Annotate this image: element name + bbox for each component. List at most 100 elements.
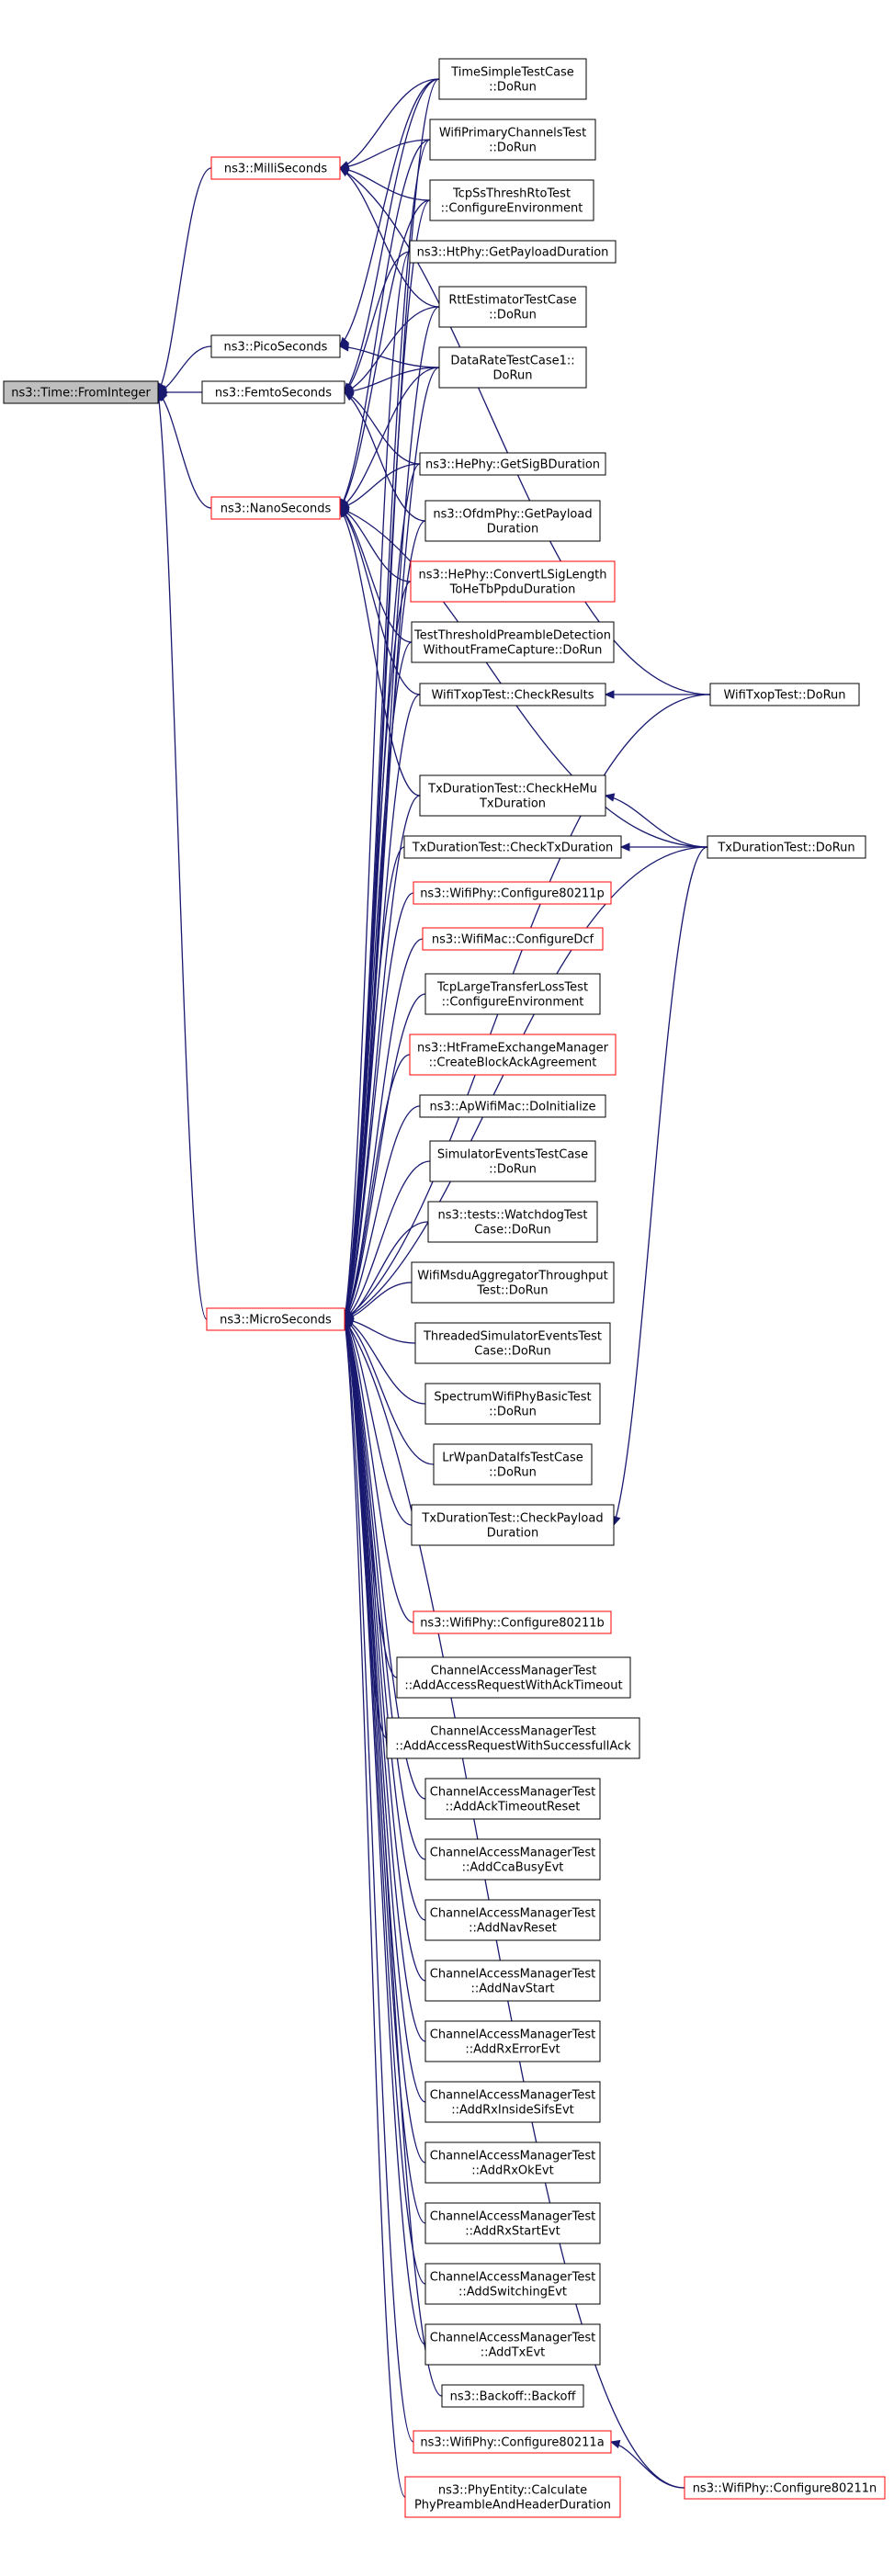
- node-cam11[interactable]: ChannelAccessManagerTest::AddSwitchingEv…: [424, 2263, 601, 2305]
- edge-drtc-to-ps: [339, 345, 440, 368]
- node-wtcr[interactable]: WifiTxopTest::CheckResults: [419, 683, 606, 706]
- node-label: ns3::PicoSeconds: [224, 341, 328, 355]
- node-label: ::CreateBlockAckAgreement: [429, 1056, 597, 1070]
- node-simev[interactable]: SimulatorEventsTestCase::DoRun: [429, 1140, 596, 1182]
- node-box: [427, 1201, 598, 1243]
- node-box: [424, 1778, 601, 1820]
- node-box: [424, 1960, 601, 2002]
- node-cam1[interactable]: ChannelAccessManagerTest::AddAccessReque…: [396, 1656, 631, 1699]
- edge-backoff-to-us: [344, 1318, 443, 2397]
- node-label: Test::DoRun: [476, 1284, 548, 1298]
- node-label: TcpSsThreshRtoTest: [452, 187, 571, 201]
- node-tddr[interactable]: TxDurationTest::DoRun: [707, 835, 866, 859]
- node-label: ChannelAccessManagerTest: [430, 1725, 595, 1739]
- node-label: PhyPreambleAndHeaderDuration: [414, 2499, 611, 2513]
- node-rtt[interactable]: RttEstimatorTestCase::DoRun: [438, 286, 587, 328]
- node-label: ::DoRun: [489, 1163, 537, 1177]
- node-cam6[interactable]: ChannelAccessManagerTest::AddNavStart: [424, 1960, 601, 2002]
- arrowhead: [619, 842, 630, 852]
- node-label: ::DoRun: [489, 141, 537, 155]
- node-label: ::DoRun: [489, 1406, 537, 1419]
- node-label: SimulatorEventsTestCase: [437, 1148, 588, 1162]
- node-htfem[interactable]: ns3::HtFrameExchangeManager::CreateBlock…: [409, 1034, 617, 1076]
- node-backoff[interactable]: ns3::Backoff::Backoff: [441, 2384, 584, 2408]
- node-c80211p[interactable]: ns3::WifiPhy::Configure80211p: [413, 881, 612, 905]
- node-box: [424, 1383, 601, 1425]
- node-label: ns3::HtFrameExchangeManager: [417, 1042, 609, 1056]
- node-hesig[interactable]: ns3::HePhy::GetSigBDuration: [419, 452, 606, 476]
- edge-us-to-root: [157, 391, 208, 1320]
- node-label: ::AddTxEvt: [481, 2346, 546, 2360]
- node-c80211a[interactable]: ns3::WifiPhy::Configure80211a: [413, 2430, 612, 2454]
- node-box: [424, 2141, 601, 2184]
- arrowhead: [343, 391, 355, 401]
- node-tcplt[interactable]: TcpLargeTransferLossTest::ConfigureEnvir…: [424, 973, 601, 1015]
- node-label: ::AddNavReset: [469, 1922, 557, 1936]
- node-root[interactable]: ns3::Time::FromInteger: [3, 380, 159, 404]
- node-us[interactable]: ns3::MicroSeconds: [206, 1307, 345, 1331]
- edge-tdcpd-to-us: [344, 1318, 413, 1526]
- edge-c80211p-to-us: [344, 892, 414, 1320]
- node-apwm[interactable]: ns3::ApWifiMac::DoInitialize: [419, 1094, 606, 1118]
- node-cam2[interactable]: ChannelAccessManagerTest::AddAccessReque…: [386, 1717, 640, 1759]
- node-tdctx[interactable]: TxDurationTest::CheckTxDuration: [403, 835, 622, 859]
- node-cam4[interactable]: ChannelAccessManagerTest::AddCcaBusyEvt: [424, 1838, 601, 1881]
- node-label: ns3::OfdmPhy::GetPayload: [433, 508, 592, 522]
- node-label: ChannelAccessManagerTest: [430, 2332, 595, 2345]
- node-cam8[interactable]: ChannelAccessManagerTest::AddRxInsideSif…: [424, 2081, 601, 2123]
- node-ofdm[interactable]: ns3::OfdmPhy::GetPayloadDuration: [424, 500, 601, 542]
- node-cam10[interactable]: ChannelAccessManagerTest::AddRxStartEvt: [424, 2202, 601, 2244]
- node-box: [424, 1838, 601, 1881]
- node-phyent[interactable]: ns3::PhyEntity::CalculatePhyPreambleAndH…: [404, 2476, 621, 2518]
- node-label: ThreadedSimulatorEventsTest: [423, 1330, 602, 1344]
- edge-c80211a-to-us: [344, 1318, 414, 2443]
- node-ps[interactable]: ns3::PicoSeconds: [210, 334, 341, 358]
- node-drtc[interactable]: DataRateTestCase1::DoRun: [438, 346, 587, 389]
- node-label: RttEstimatorTestCase: [448, 294, 576, 308]
- node-box: [424, 2323, 601, 2366]
- edge-cam6-to-us: [344, 1318, 426, 1982]
- node-cam5[interactable]: ChannelAccessManagerTest::AddNavReset: [424, 1899, 601, 1941]
- edge-phyent-to-us: [344, 1318, 406, 2498]
- node-wpct[interactable]: WifiPrimaryChannelsTest::DoRun: [429, 119, 596, 161]
- node-ttpd[interactable]: TestThresholdPreambleDetectionWithoutFra…: [411, 621, 615, 663]
- node-box: [201, 380, 345, 404]
- node-cam9[interactable]: ChannelAccessManagerTest::AddRxOkEvt: [424, 2141, 601, 2184]
- node-ms[interactable]: ns3::MilliSeconds: [210, 156, 341, 180]
- node-tcpss[interactable]: TcpSsThreshRtoTest::ConfigureEnvironment: [429, 179, 594, 221]
- edge-tcpss-to-ms: [339, 167, 431, 201]
- edge-ofdm-to-fs: [344, 391, 426, 522]
- node-cam3[interactable]: ChannelAccessManagerTest::AddAckTimeoutR…: [424, 1778, 601, 1820]
- node-c80211n[interactable]: ns3::WifiPhy::Configure80211n: [684, 2476, 886, 2500]
- edge-heconv-to-ns: [339, 507, 412, 582]
- node-cdcf[interactable]: ns3::WifiMac::ConfigureDcf: [422, 927, 604, 951]
- arrowhead: [338, 167, 350, 177]
- node-cam12[interactable]: ChannelAccessManagerTest::AddTxEvt: [424, 2323, 601, 2366]
- node-htphy[interactable]: ns3::HtPhy::GetPayloadDuration: [409, 240, 617, 264]
- node-lrwpan[interactable]: LrWpanDataIfsTestCase::DoRun: [433, 1443, 593, 1486]
- node-wtdr[interactable]: WifiTxopTest::DoRun: [709, 683, 860, 706]
- node-label: TxDurationTest::CheckTxDuration: [412, 842, 614, 855]
- node-swpb[interactable]: SpectrumWifiPhyBasicTest::DoRun: [424, 1383, 601, 1425]
- node-box: [424, 2081, 601, 2123]
- node-label: TxDurationTest::CheckHeMu: [427, 783, 597, 797]
- node-label: ::ConfigureEnvironment: [441, 202, 583, 216]
- node-c80211b[interactable]: ns3::WifiPhy::Configure80211b: [413, 1610, 612, 1634]
- node-cam7[interactable]: ChannelAccessManagerTest::AddRxErrorEvt: [424, 2020, 601, 2062]
- node-label: ChannelAccessManagerTest: [430, 2150, 595, 2164]
- node-fs[interactable]: ns3::FemtoSeconds: [201, 380, 345, 404]
- node-label: WifiTxopTest::DoRun: [723, 689, 845, 703]
- edge-c80211n-to-c80211a: [610, 2441, 685, 2489]
- node-label: ToHeTbPpduDuration: [449, 583, 576, 597]
- node-tstc[interactable]: TimeSimpleTestCase::DoRun: [438, 58, 587, 100]
- arrowhead: [344, 1317, 354, 1329]
- node-box: [419, 774, 606, 817]
- node-heconv[interactable]: ns3::HePhy::ConvertLSigLengthToHeTbPpduD…: [410, 560, 616, 603]
- node-box: [404, 2476, 621, 2518]
- node-ns[interactable]: ns3::NanoSeconds: [210, 496, 341, 520]
